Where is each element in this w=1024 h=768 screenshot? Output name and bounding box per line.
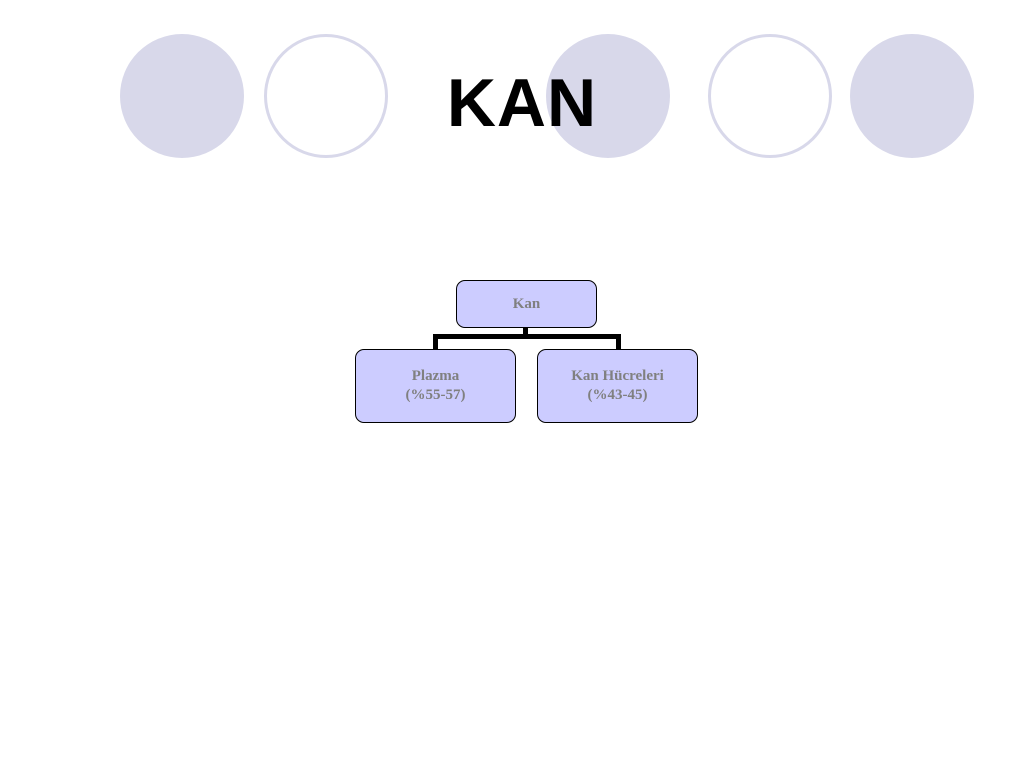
org-node-kan-hucreleri-sublabel: (%43-45) bbox=[587, 387, 648, 403]
connector-horizontal bbox=[433, 334, 621, 339]
decorative-circle-4 bbox=[708, 34, 832, 158]
org-node-kan-hucreleri: Kan Hücreleri (%43-45) bbox=[537, 349, 698, 423]
connector-root-stem bbox=[523, 328, 528, 338]
org-node-kan-hucreleri-label: Kan Hücreleri bbox=[571, 368, 664, 384]
decorative-circle-1 bbox=[120, 34, 244, 158]
decorative-circle-2 bbox=[264, 34, 388, 158]
decorative-circle-5 bbox=[850, 34, 974, 158]
slide-title: KAN bbox=[446, 65, 598, 141]
org-node-plazma-sublabel: (%55-57) bbox=[405, 387, 466, 403]
org-node-root-label: Kan bbox=[512, 295, 541, 312]
org-node-plazma-label: Plazma bbox=[411, 368, 460, 384]
connector-left-drop bbox=[433, 334, 438, 350]
connector-right-drop bbox=[616, 334, 621, 350]
org-node-root: Kan bbox=[456, 280, 597, 328]
org-node-plazma: Plazma (%55-57) bbox=[355, 349, 516, 423]
decorative-circle-3 bbox=[546, 34, 670, 158]
